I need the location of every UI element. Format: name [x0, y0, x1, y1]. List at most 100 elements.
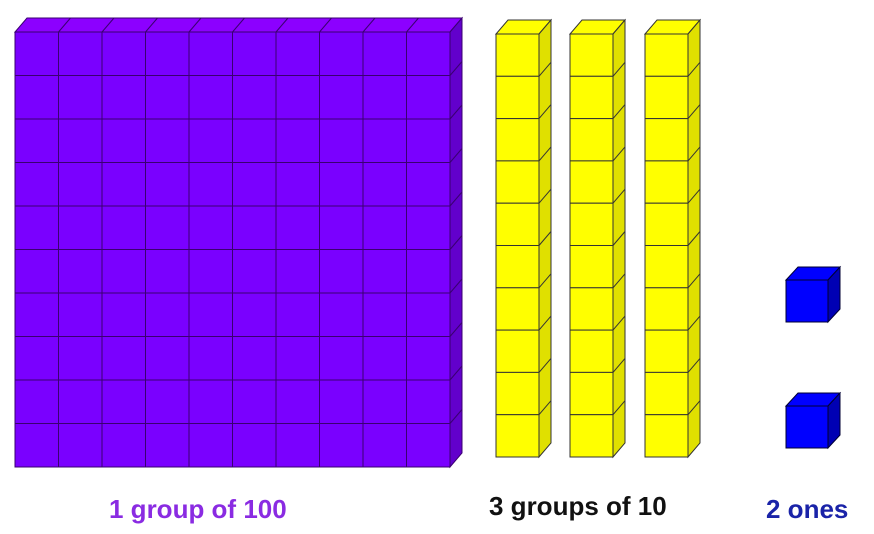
tens-unit-cell	[645, 203, 688, 245]
tens-unit-cell	[496, 34, 539, 76]
hundreds-unit-cell	[102, 206, 146, 250]
hundreds-unit-cell	[102, 32, 146, 76]
hundreds-unit-cell	[276, 380, 320, 424]
hundreds-unit-cell	[59, 163, 103, 207]
hundreds-unit-cell	[233, 206, 277, 250]
hundreds-unit-cell	[233, 163, 277, 207]
tens-unit-cell	[570, 203, 613, 245]
hundreds-unit-cell	[189, 293, 233, 337]
hundreds-unit-cell	[102, 76, 146, 120]
hundreds-unit-cell	[363, 163, 407, 207]
hundreds-unit-cell	[363, 380, 407, 424]
tens-label: 3 groups of 10	[489, 493, 667, 519]
hundreds-unit-cell	[320, 424, 364, 468]
hundreds-unit-cell	[363, 293, 407, 337]
hundreds-unit-cell	[407, 206, 451, 250]
hundreds-unit-cell	[276, 76, 320, 120]
hundreds-unit-cell	[102, 424, 146, 468]
hundreds-unit-cell	[59, 380, 103, 424]
hundreds-unit-cell	[363, 206, 407, 250]
tens-unit-cell	[570, 372, 613, 414]
tens-unit-cell	[496, 161, 539, 203]
hundreds-unit-cell	[146, 250, 190, 294]
tens-unit-cell	[570, 288, 613, 330]
hundreds-unit-cell	[189, 424, 233, 468]
hundreds-unit-cell	[59, 250, 103, 294]
hundreds-unit-cell	[146, 380, 190, 424]
hundreds-unit-cell	[189, 32, 233, 76]
hundreds-unit-cell	[15, 293, 59, 337]
hundreds-unit-cell	[189, 76, 233, 120]
ones-cube	[786, 267, 840, 322]
hundreds-unit-cell	[407, 424, 451, 468]
hundreds-unit-cell	[276, 119, 320, 163]
hundreds-unit-cell	[407, 32, 451, 76]
hundreds-unit-cell	[276, 424, 320, 468]
hundreds-unit-cell	[15, 32, 59, 76]
hundreds-unit-cell	[320, 337, 364, 381]
tens-unit-cell	[570, 246, 613, 288]
hundreds-unit-cell	[407, 250, 451, 294]
hundreds-unit-cell	[59, 119, 103, 163]
tens-unit-cell	[496, 76, 539, 118]
hundreds-unit-cell	[189, 380, 233, 424]
tens-rod	[645, 20, 700, 457]
hundreds-unit-cell	[189, 206, 233, 250]
hundreds-unit-cell	[189, 119, 233, 163]
hundreds-unit-cell	[407, 76, 451, 120]
tens-unit-cell	[645, 76, 688, 118]
hundreds-unit-cell	[102, 293, 146, 337]
ones-cube-front-face	[786, 280, 828, 322]
hundreds-unit-cell	[15, 337, 59, 381]
hundreds-unit-cell	[363, 424, 407, 468]
tens-rods	[496, 20, 700, 457]
hundreds-unit-cell	[146, 293, 190, 337]
hundreds-unit-cell	[320, 206, 364, 250]
hundreds-unit-cell	[233, 76, 277, 120]
hundreds-unit-cell	[407, 380, 451, 424]
hundreds-unit-cell	[59, 337, 103, 381]
hundreds-unit-cell	[189, 337, 233, 381]
tens-rod	[496, 20, 551, 457]
hundreds-unit-cell	[276, 206, 320, 250]
hundreds-unit-cell	[146, 32, 190, 76]
tens-unit-cell	[496, 288, 539, 330]
hundreds-unit-cell	[276, 250, 320, 294]
tens-unit-cell	[570, 34, 613, 76]
hundreds-unit-cell	[102, 337, 146, 381]
hundreds-unit-cell	[233, 293, 277, 337]
hundreds-unit-cell	[363, 337, 407, 381]
hundreds-unit-cell	[233, 424, 277, 468]
hundreds-unit-cell	[407, 337, 451, 381]
tens-unit-cell	[645, 246, 688, 288]
tens-unit-cell	[645, 34, 688, 76]
hundreds-unit-cell	[15, 380, 59, 424]
hundreds-flat	[15, 18, 462, 467]
hundreds-unit-cell	[146, 424, 190, 468]
hundreds-unit-cell	[320, 32, 364, 76]
hundreds-unit-cell	[320, 76, 364, 120]
hundreds-unit-cell	[363, 32, 407, 76]
hundreds-unit-cell	[59, 206, 103, 250]
hundreds-unit-cell	[146, 119, 190, 163]
tens-unit-cell	[496, 246, 539, 288]
tens-unit-cell	[645, 415, 688, 457]
hundreds-unit-cell	[233, 119, 277, 163]
hundreds-unit-cell	[102, 250, 146, 294]
hundreds-unit-cell	[363, 250, 407, 294]
hundreds-unit-cell	[320, 293, 364, 337]
tens-unit-cell	[570, 161, 613, 203]
tens-unit-cell	[645, 288, 688, 330]
hundreds-unit-cell	[15, 119, 59, 163]
hundreds-label: 1 group of 100	[109, 496, 287, 522]
hundreds-unit-cell	[320, 380, 364, 424]
tens-unit-cell	[570, 119, 613, 161]
hundreds-unit-cell	[146, 76, 190, 120]
hundreds-unit-cell	[15, 250, 59, 294]
hundreds-unit-cell	[15, 76, 59, 120]
tens-unit-cell	[645, 119, 688, 161]
hundreds-unit-cell	[59, 424, 103, 468]
ones-label: 2 ones	[766, 496, 848, 522]
tens-unit-cell	[570, 76, 613, 118]
